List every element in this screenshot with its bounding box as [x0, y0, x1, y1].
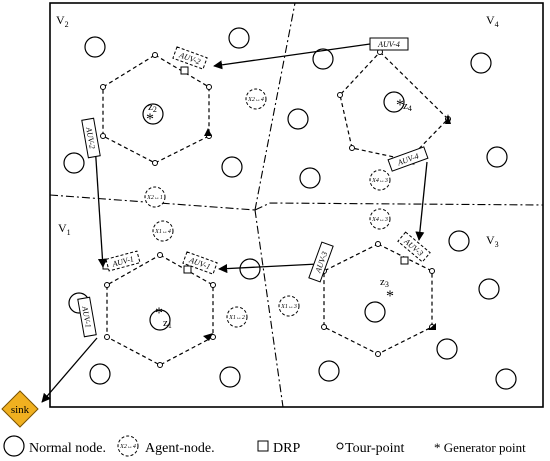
region-label-v3: V3: [486, 233, 499, 249]
agent-label-x4-3b: X4↔3: [371, 216, 388, 223]
sink-node: sink: [1, 390, 39, 428]
arrow-auv4-to-z3: [415, 161, 428, 241]
tour-direction-arrows: [203, 114, 451, 341]
legend-generator-label: * Generator point: [434, 440, 526, 455]
boundary-v2-v4: [254, 2, 296, 211]
arrow-auv3-to-z1: [218, 263, 319, 274]
auv-box-v4-top: AUV-4: [369, 37, 409, 51]
drp-z1-right: [183, 265, 192, 274]
generator-z2: *: [146, 111, 154, 128]
agent-label-x1-3: X1↔3: [280, 304, 297, 310]
region-label-v1: V1: [58, 221, 71, 237]
legend-drp-symbol: [257, 440, 269, 452]
legend-drp-label: DRP: [273, 441, 300, 456]
legend-agent-label: Agent-node.: [145, 441, 215, 456]
generator-z3: *: [386, 288, 394, 305]
zone-label-z4: z4: [403, 100, 412, 113]
legend-agent-inner: X2↔4: [119, 443, 136, 450]
region-labels: V2 V4 V1 V3: [56, 13, 499, 249]
auv-box-z1-left-dashed: AUV-1: [105, 250, 141, 272]
normal-nodes: [63, 27, 517, 390]
auv-box-v2-left: AUV-2: [81, 117, 101, 159]
agent-label-x4-3a: X4↔3: [371, 177, 388, 184]
legend-normal-label: Normal node.: [29, 441, 106, 456]
legend-normal-symbol: [3, 435, 25, 457]
generator-z1: *: [155, 305, 163, 322]
drp-z2: [180, 66, 189, 75]
tour-hex-z4: [339, 51, 449, 161]
svg-text:AUV-4: AUV-4: [377, 40, 400, 49]
agent-node-labels: X2↔4 X2↔1 X4↔3 X4↔3 X1↔4 X1↔2 X1↔3: [146, 96, 388, 321]
agent-nodes: [144, 88, 391, 328]
auv-arrows: [41, 43, 428, 403]
zone-label-z2: z2: [148, 101, 157, 114]
tour-hex-z3: [323, 243, 433, 355]
boundary-v1-v3: [254, 209, 284, 408]
arrow-auv1-to-sink: [41, 337, 98, 403]
agent-label-x1-4: X1↔4: [154, 228, 171, 235]
legend: Normal node. X2↔4 Agent-node. DRP Tour-p…: [3, 435, 526, 457]
arrow-auv2-to-z1: [94, 143, 108, 268]
auv-box-z2-dashed: AUV-2: [172, 46, 208, 70]
region-label-v4: V4: [486, 13, 499, 29]
auv-boxes: AUV-2 AUV-4 AUV-2 AUV-4 AUV-1 AUV-1 AUV-…: [77, 37, 431, 338]
agent-label-x1-2: X1↔2: [228, 315, 245, 321]
auv-box-v1-left: AUV-1: [77, 296, 97, 338]
legend-tour-label: Tour-point: [345, 441, 405, 456]
zone-label-z1: z1: [163, 317, 172, 330]
agent-label-x2-4: X2↔4: [247, 96, 264, 103]
svg-text:AUV-1: AUV-1: [80, 305, 93, 329]
svg-text:AUV-2: AUV-2: [84, 126, 97, 150]
zone-label-z3: z3: [380, 276, 389, 289]
drp-z3: [400, 256, 409, 265]
arrow-auv4-to-z2: [213, 43, 371, 70]
auv-box-v3-left: AUV-3: [308, 241, 334, 283]
legend-agent-symbol: [117, 435, 139, 457]
legend-tour-symbol: [336, 442, 344, 450]
agent-label-x2-1: X2↔1: [146, 195, 163, 201]
auv-box-z4: AUV-4: [387, 146, 429, 172]
boundary-v4-v3: [254, 202, 544, 211]
generator-z4: *: [396, 97, 404, 114]
sink-label: sink: [11, 404, 30, 416]
zone-labels: z2 * * z4 * z1 z3 *: [146, 97, 412, 330]
region-label-v2: V2: [56, 13, 69, 29]
